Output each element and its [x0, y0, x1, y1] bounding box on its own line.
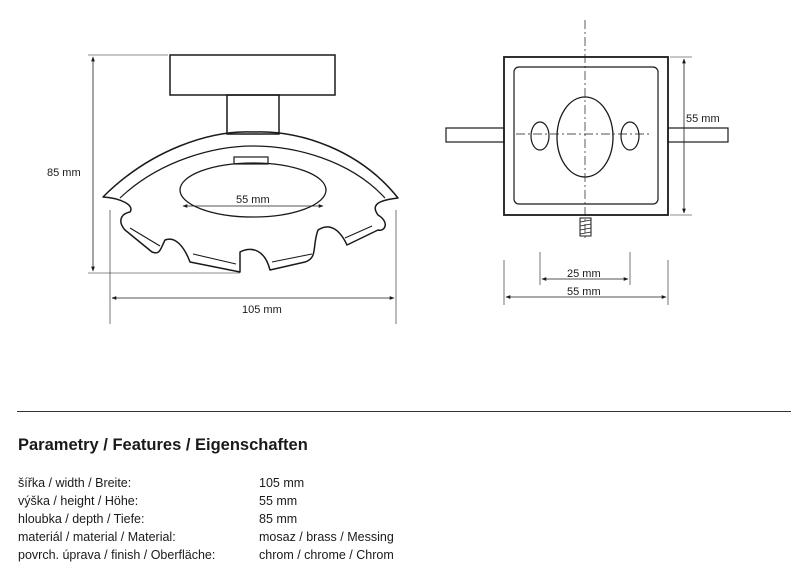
front-view: 55 mm 25 mm 55 mm: [445, 20, 729, 305]
side-inner-width-label: 55 mm: [236, 194, 270, 206]
front-center-hole: [556, 96, 614, 178]
side-height-label: 85 mm: [47, 167, 81, 179]
technical-drawing: 85 mm 55 mm 105 mm 55 mm: [47, 20, 729, 324]
front-right-hole: [620, 121, 640, 151]
front-left-hole: [530, 121, 550, 151]
param-value: mosaz / brass / Messing: [259, 530, 394, 544]
param-label: výška / height / Höhe:: [18, 494, 139, 508]
param-label: povrch. úprava / finish / Oberfläche:: [18, 548, 216, 562]
param-row: výška / height / Höhe: 55 mm: [18, 492, 394, 510]
param-row: materiál / material / Material: mosaz / …: [18, 528, 394, 546]
param-value: chrom / chrome / Chrom: [259, 548, 394, 562]
wall-plate: [169, 54, 336, 96]
front-rod-left: [445, 127, 505, 143]
side-width-label: 105 mm: [242, 304, 282, 316]
set-screw: [579, 217, 592, 237]
holder-stem: [226, 94, 280, 135]
param-row: hloubka / depth / Tiefe: 85 mm: [18, 510, 394, 528]
front-plate-outer: [503, 56, 669, 216]
param-value: 85 mm: [259, 512, 298, 526]
param-value: 105 mm: [259, 476, 305, 490]
front-hole-spacing-label: 25 mm: [567, 268, 601, 280]
param-row: šířka / width / Breite: 105 mm: [18, 474, 394, 492]
front-plate-inner: [513, 66, 659, 205]
dish-inner-rim: [119, 145, 386, 199]
dish-outline: [102, 131, 399, 273]
front-rod-right: [667, 127, 729, 143]
front-width-label: 55 mm: [567, 286, 601, 298]
parameters-table: šířka / width / Breite: 105 mm výška / h…: [18, 474, 394, 564]
dish-tab: [233, 156, 269, 165]
front-height-label: 55 mm: [686, 113, 720, 125]
param-label: hloubka / depth / Tiefe:: [18, 512, 145, 526]
param-label: materiál / material / Material:: [18, 530, 176, 544]
side-view: 85 mm 55 mm 105 mm: [47, 54, 399, 324]
section-divider: [17, 411, 791, 412]
dish-oval-hole: [179, 162, 327, 218]
param-row: povrch. úprava / finish / Oberfläche: ch…: [18, 546, 394, 564]
param-label: šířka / width / Breite:: [18, 476, 132, 490]
section-title: Parametry / Features / Eigenschaften: [18, 436, 308, 454]
param-value: 55 mm: [259, 494, 298, 508]
